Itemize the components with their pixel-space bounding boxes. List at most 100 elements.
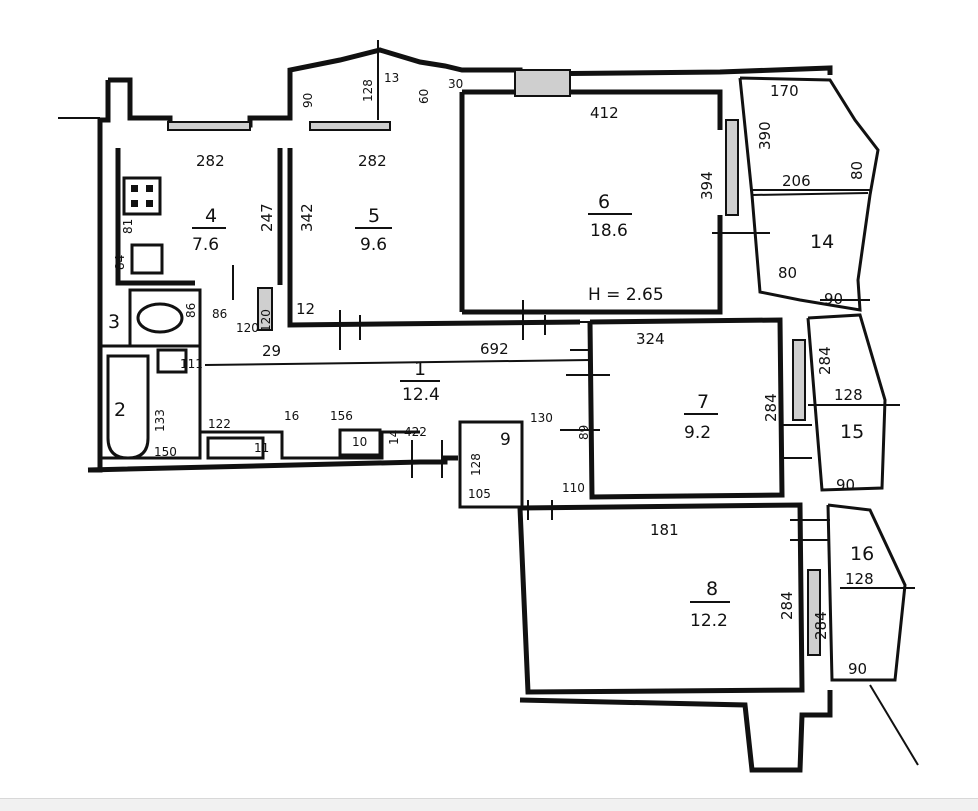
wall-kitchen-top [115, 148, 195, 286]
toilet-icon [136, 302, 184, 334]
dim-label: 692 [480, 340, 509, 358]
dim-label: 282 [358, 152, 387, 170]
bottom-border-strip [0, 798, 978, 811]
dim-label: 133 [153, 409, 167, 432]
room-6-area: 18.6 [590, 221, 628, 241]
room-5-number: 5 [368, 205, 380, 227]
window-room6-side [725, 119, 739, 216]
dim-label: 29 [262, 342, 281, 360]
dim-label: 284 [778, 591, 796, 620]
dim-label: 284 [812, 611, 830, 640]
dim-label: 105 [468, 487, 491, 501]
room-2-number: 2 [114, 399, 126, 421]
stove-burner-icon [131, 200, 138, 207]
dim-label: 282 [196, 152, 225, 170]
dim-label: 90 [848, 660, 867, 678]
wall-room5-bottom [287, 148, 581, 328]
dim-label: 86 [212, 307, 227, 321]
dim-label: 170 [770, 82, 799, 100]
dim-label: 156 [330, 409, 353, 423]
room-15-number: 15 [840, 421, 864, 443]
dim-label: 80 [778, 264, 797, 282]
dim-label: 111 [180, 357, 203, 371]
dim-label: 412 [590, 104, 619, 122]
dim-label: 324 [636, 330, 665, 348]
stove-burner-icon [146, 185, 153, 192]
room-3-number: 3 [108, 311, 120, 333]
room-4-area: 7.6 [192, 235, 219, 255]
dim-label: 247 [258, 203, 276, 232]
window-kitchen [167, 121, 251, 131]
wall-tail [869, 684, 919, 766]
wall-room6-right [462, 215, 723, 315]
dimension-labels: 282 282 412 324 181 692 29 12 86 120 122… [113, 71, 874, 678]
dim-label: 120 [236, 321, 259, 335]
wall-room9 [458, 420, 524, 509]
dim-label: 128 [469, 453, 483, 476]
window-room8 [807, 569, 821, 656]
wall-room8 [517, 502, 805, 695]
room-5-area: 9.6 [360, 235, 387, 255]
dim-label: 84 [113, 255, 127, 270]
closet-11 [206, 436, 265, 460]
dim-label: 390 [756, 121, 774, 150]
sink-icon [130, 243, 164, 275]
dim-label: 110 [562, 481, 585, 495]
fixtures [106, 176, 382, 460]
wall-room14 [738, 76, 880, 312]
dim-label: 284 [762, 393, 780, 422]
dim-label: 16 [284, 409, 299, 423]
dim-label: 12 [296, 300, 315, 318]
window-room5 [309, 121, 391, 131]
room-1-area: 12.4 [402, 385, 440, 405]
room-8-number: 8 [706, 578, 718, 600]
wall-corridor-bottom [200, 430, 420, 460]
dim-label: 81 [121, 219, 135, 234]
stove-burner-icon [146, 200, 153, 207]
dim-label: 284 [816, 346, 834, 375]
windows [167, 69, 821, 656]
dim-label: 128 [845, 570, 874, 588]
room-11-number: 11 [254, 441, 269, 455]
dimension-ticks [232, 40, 915, 589]
room-10-number: 10 [352, 435, 367, 449]
closet-10 [338, 428, 382, 457]
dim-label: 394 [698, 171, 716, 200]
bathtub-icon [106, 354, 150, 460]
dim-label: 422 [404, 425, 427, 439]
corridor-line [204, 359, 591, 366]
window-corridor [257, 287, 273, 331]
outer-wall-west [88, 80, 111, 473]
dim-label: 90 [824, 290, 843, 308]
walls [58, 47, 919, 773]
room-7-number: 7 [697, 391, 709, 413]
wall-room7 [587, 317, 785, 500]
wall-room15 [806, 313, 887, 492]
room-4-number: 4 [205, 205, 217, 227]
dim-label: 89 [577, 425, 591, 440]
dim-label: 150 [154, 445, 177, 459]
dim-label: 90 [836, 476, 855, 494]
outer-wall-south-west [87, 455, 458, 473]
dim-label: 120 [259, 309, 273, 332]
wall-room14-divider [751, 192, 869, 196]
dim-label: 206 [782, 172, 811, 190]
wall-bath [98, 344, 202, 460]
dim-label: 60 [417, 89, 431, 104]
wall-room16 [826, 503, 907, 682]
room-16-number: 16 [850, 543, 874, 565]
room-7-area: 9.2 [684, 423, 711, 443]
room-labels: 4 7.6 5 9.6 6 18.6 7 9.2 8 12.2 1 12.4 2… [108, 191, 874, 631]
dim-label: 128 [834, 386, 863, 404]
stove-icon [122, 176, 162, 216]
room-1-number: 1 [414, 358, 426, 380]
room-14-number: 14 [810, 231, 834, 253]
dim-label: 130 [530, 411, 553, 425]
stove-burner-icon [131, 185, 138, 192]
ceiling-height: H = 2.65 [588, 285, 664, 305]
window-room7 [792, 339, 806, 421]
dim-label: 181 [650, 521, 679, 539]
dim-label: 342 [298, 203, 316, 232]
dim-label: 13 [384, 71, 399, 85]
